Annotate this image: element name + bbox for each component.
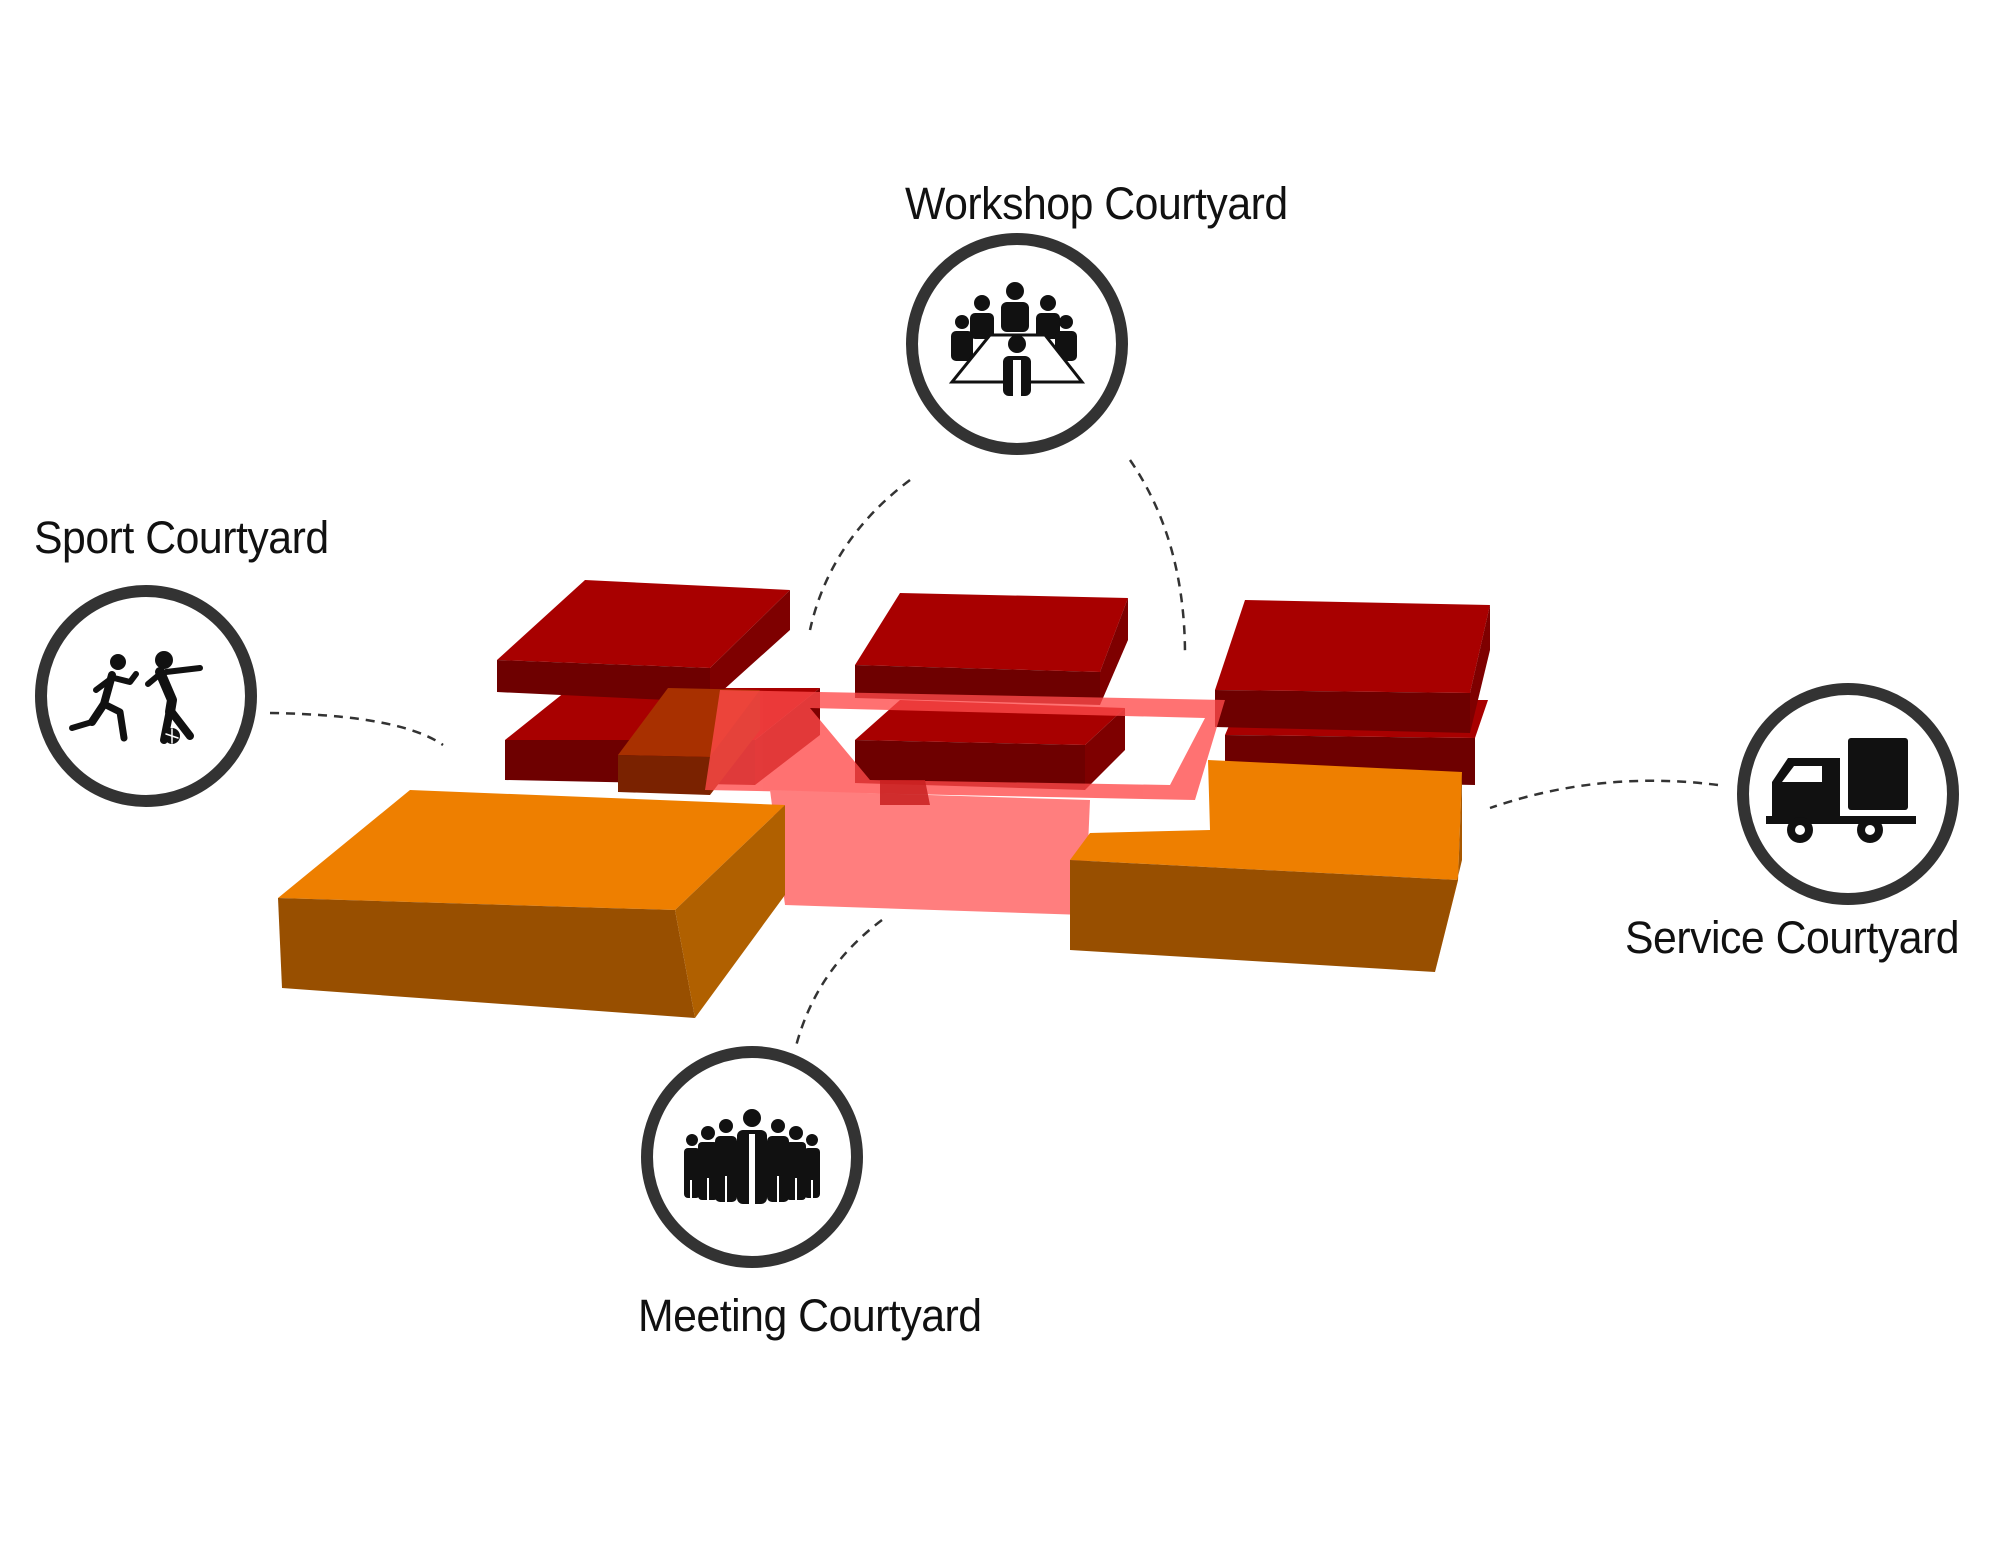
- connector-sport: [269, 711, 444, 747]
- service-courtyard-label: Service Courtyard: [1625, 912, 1960, 963]
- service-badge: [1737, 683, 1959, 905]
- sport-courtyard-label: Sport Courtyard: [34, 512, 329, 563]
- connector-meeting: [793, 918, 883, 1051]
- courtyard-plane: [705, 690, 1225, 915]
- sport-badge: [35, 585, 257, 807]
- connector-service: [1489, 779, 1719, 810]
- connector-lines: [269, 459, 1719, 1051]
- block-front-left: [278, 790, 785, 1018]
- soccer-players-icon: [69, 651, 203, 744]
- block-back-center-upper: [855, 593, 1128, 705]
- courtyard-step: [880, 780, 930, 805]
- block-back-center-lower: [855, 700, 1125, 790]
- block-back-right-upper: [1215, 600, 1490, 733]
- delivery-truck-icon: [1766, 738, 1916, 843]
- crowd-icon: [684, 1109, 820, 1204]
- meeting-badge: [641, 1046, 863, 1268]
- workshop-courtyard-label: Workshop Courtyard: [905, 178, 1288, 229]
- connector-workshop-left: [808, 479, 911, 631]
- block-back-left-upper: [497, 580, 790, 702]
- conference-table-icon: [948, 282, 1086, 396]
- block-front-right: [1070, 760, 1462, 972]
- connector-workshop-right: [1128, 459, 1187, 656]
- workshop-badge: [906, 233, 1128, 455]
- meeting-courtyard-label: Meeting Courtyard: [638, 1290, 982, 1341]
